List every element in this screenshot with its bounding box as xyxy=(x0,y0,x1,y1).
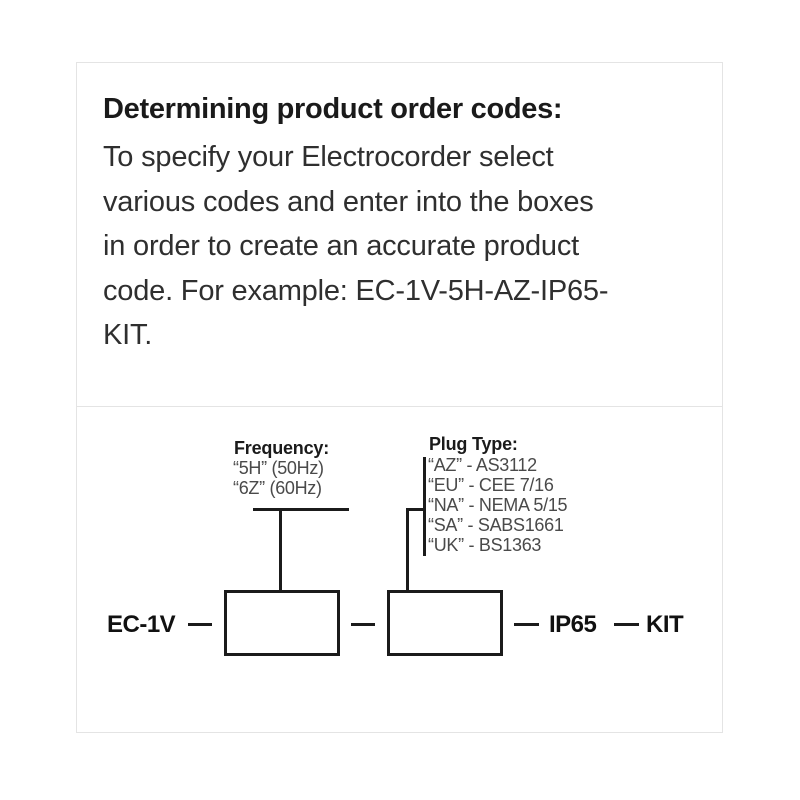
plug-type-options: “AZ” - AS3112 “EU” - CEE 7/16 “NA” - NEM… xyxy=(428,455,568,555)
plug-type-label: Plug Type: xyxy=(429,434,518,454)
body-text-line: KIT. xyxy=(103,319,153,351)
order-code-diagram: Frequency: “5H” (50Hz) “6Z” (60Hz) Plug … xyxy=(77,407,722,732)
code-rating-label: IP65 xyxy=(549,611,597,638)
plug-type-option: “AZ” - AS3112 xyxy=(428,455,537,475)
plug-type-option: “SA” - SABS1661 xyxy=(428,515,564,535)
plug-type-bracket-line xyxy=(423,457,426,556)
plug-type-step-horizontal-line xyxy=(406,508,426,511)
content-card: Determining product order codes: To spec… xyxy=(76,62,723,733)
code-kit-label: KIT xyxy=(646,611,684,638)
frequency-option: “5H” (50Hz) xyxy=(233,458,324,478)
frequency-connector-line xyxy=(279,508,282,590)
plug-type-option: “UK” - BS1363 xyxy=(428,535,542,555)
frequency-option: “6Z” (60Hz) xyxy=(233,478,322,498)
plug-type-code-box xyxy=(387,590,503,656)
frequency-underline xyxy=(253,508,349,511)
body-text-line: code. For example: EC-1V-5H-AZ-IP65- xyxy=(103,274,609,307)
body-text-line: To specify your Electrocorder select xyxy=(103,141,554,173)
plug-type-option: “EU” - CEE 7/16 xyxy=(428,475,554,495)
frequency-code-box xyxy=(224,590,340,656)
frequency-options: “5H” (50Hz) “6Z” (60Hz) xyxy=(233,458,324,498)
plug-type-option: “NA” - NEMA 5/15 xyxy=(428,495,568,515)
code-dash xyxy=(514,623,539,626)
section-heading: Determining product order codes: xyxy=(103,93,563,125)
code-dash xyxy=(614,623,639,626)
code-dash xyxy=(351,623,375,626)
body-text-line: various codes and enter into the boxes xyxy=(103,185,594,218)
plug-type-connector-line xyxy=(406,508,409,590)
frequency-label: Frequency: xyxy=(234,438,330,458)
body-text-line: in order to create an accurate product xyxy=(103,230,580,262)
intro-text-section: Determining product order codes: To spec… xyxy=(77,63,722,407)
code-prefix-label: EC-1V xyxy=(107,611,176,638)
code-dash xyxy=(188,623,212,626)
